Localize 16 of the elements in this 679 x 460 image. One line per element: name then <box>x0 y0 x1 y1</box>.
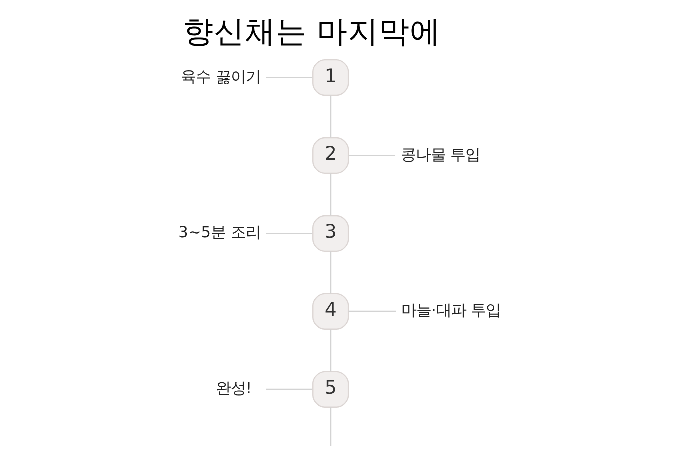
node-text: 3~5분 조리 <box>178 224 260 242</box>
connector <box>266 388 312 390</box>
connector <box>330 96 332 138</box>
node-text: 콩나물 투입 <box>400 146 480 164</box>
connector <box>266 232 312 234</box>
node-text: 완성! <box>215 380 252 398</box>
connector <box>330 174 332 216</box>
connector <box>266 77 312 79</box>
connector <box>348 154 395 156</box>
diagram-title: 향신채는 마지막에 <box>182 14 440 50</box>
connector <box>348 310 396 312</box>
connector <box>330 252 332 294</box>
connector <box>330 407 332 446</box>
connector <box>330 330 332 372</box>
node-text: 마늘·대파 투입 <box>400 302 501 320</box>
node-text: 육수 끓이기 <box>180 68 260 86</box>
